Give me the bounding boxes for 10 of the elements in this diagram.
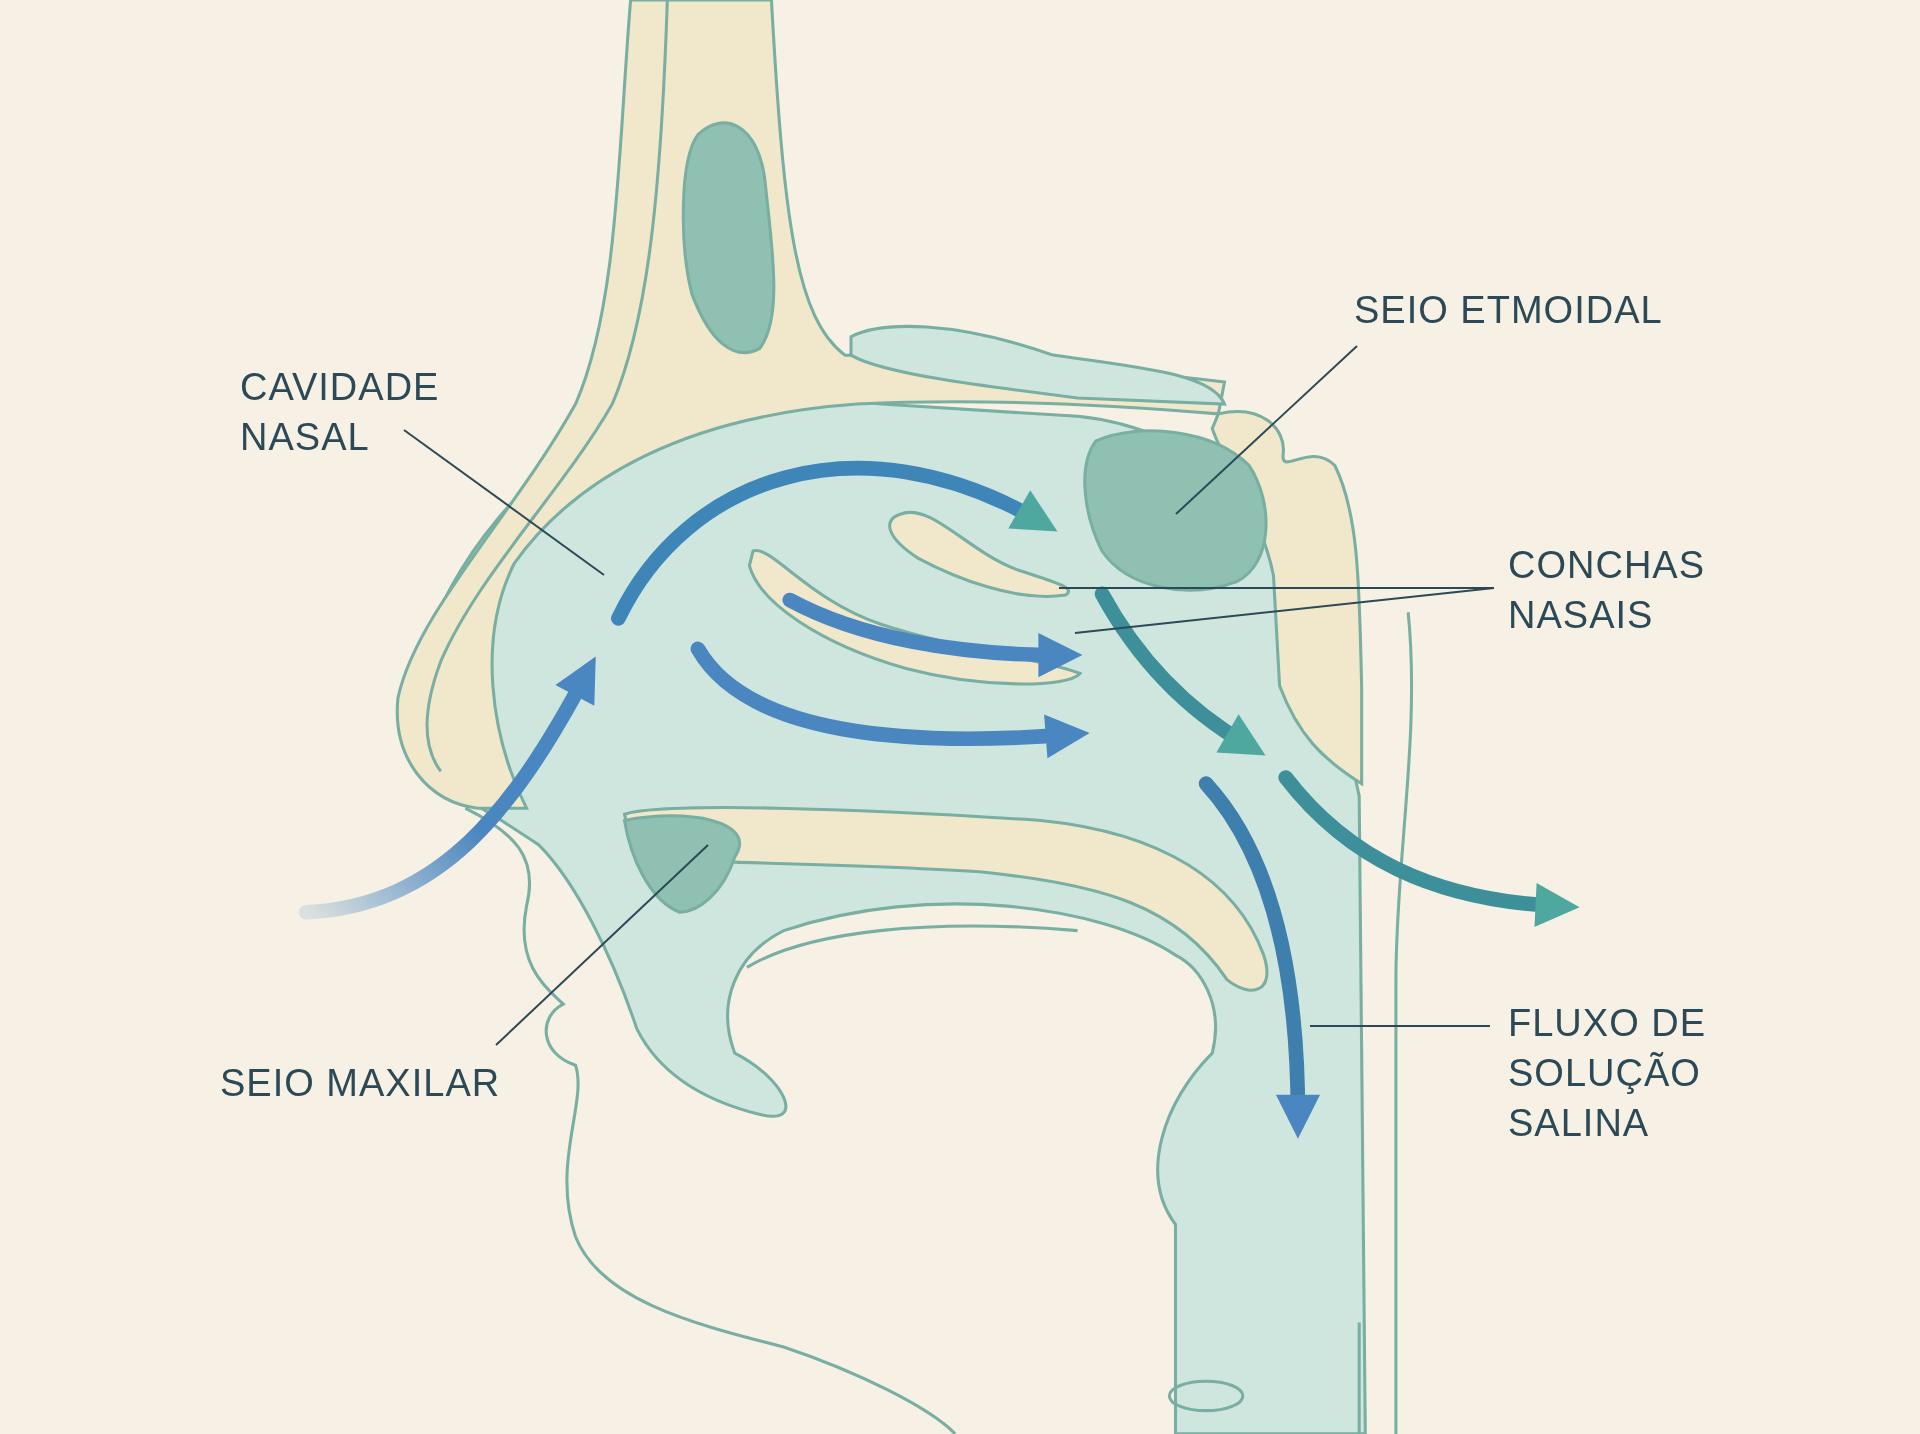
anatomy-label: FLUXO DE SOLUÇÃO SALINA	[1508, 998, 1728, 1148]
anatomy-label: CONCHAS NASAIS	[1508, 540, 1748, 640]
leader-line	[495, 844, 709, 1046]
anatomy-label: SEIO MAXILAR	[220, 1058, 501, 1108]
leader-line	[1074, 587, 1495, 634]
leader-line	[1309, 1025, 1491, 1027]
leader-line	[403, 429, 605, 576]
anatomy-label: SEIO ETMOIDAL	[1354, 285, 1663, 335]
leader-line	[1175, 345, 1358, 515]
anatomy-label: CAVIDADE NASAL	[240, 362, 480, 462]
